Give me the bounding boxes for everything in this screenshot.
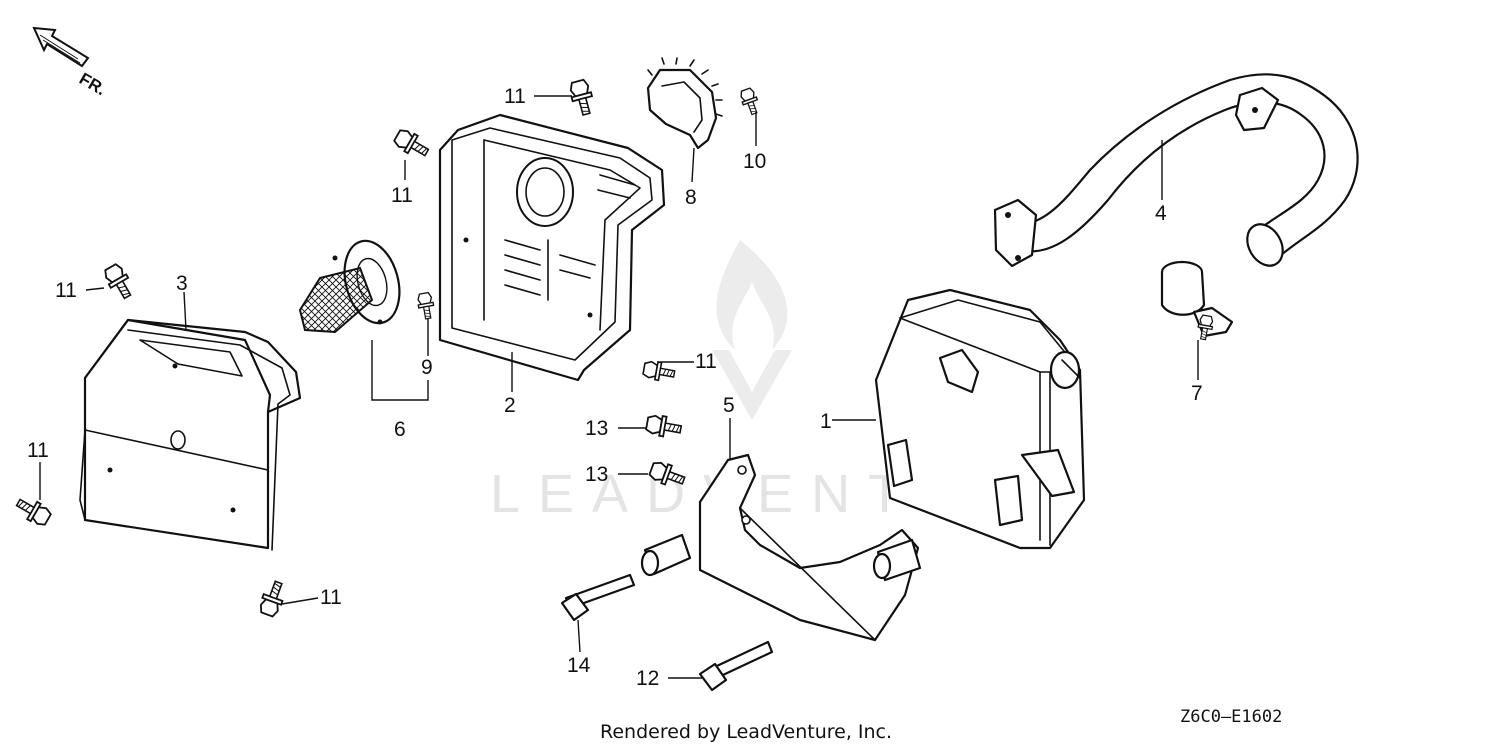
callout-2: 2 bbox=[504, 394, 516, 417]
callout-11-center: 11 bbox=[695, 350, 717, 373]
callout-11-left: 11 bbox=[55, 279, 77, 302]
bolts bbox=[12, 77, 774, 692]
callout-3: 3 bbox=[176, 272, 188, 295]
callout-10: 10 bbox=[743, 150, 766, 173]
callout-11-upper-left: 11 bbox=[391, 184, 413, 207]
callout-7: 7 bbox=[1191, 382, 1203, 405]
diagram-code: Z6C0—E1602 bbox=[1180, 707, 1282, 727]
callout-13-lower: 13 bbox=[585, 463, 608, 486]
callout-8: 8 bbox=[685, 186, 697, 209]
part-7-pipe-clamp[interactable] bbox=[1160, 260, 1234, 342]
callout-11-bottom: 11 bbox=[320, 586, 342, 609]
part-5-muffler-stay[interactable] bbox=[640, 453, 922, 642]
bolt-11-left[interactable] bbox=[100, 261, 138, 303]
bolt-11-top[interactable] bbox=[567, 77, 598, 118]
bolt-11-lower-left[interactable] bbox=[12, 492, 54, 530]
part-4-exhaust-pipe[interactable] bbox=[993, 73, 1359, 272]
bolt-13-upper[interactable] bbox=[644, 412, 684, 441]
callout-5: 5 bbox=[723, 394, 735, 417]
bolt-11-center[interactable] bbox=[641, 358, 677, 384]
callout-6: 6 bbox=[394, 418, 406, 441]
footer-credit: Rendered by LeadVenture, Inc. bbox=[600, 721, 892, 743]
front-arrow-icon bbox=[32, 26, 90, 68]
callout-14: 14 bbox=[567, 654, 591, 677]
bolt-9[interactable] bbox=[415, 291, 437, 321]
front-direction-label: FR. bbox=[76, 69, 109, 99]
callout-13-upper: 13 bbox=[585, 417, 608, 440]
part-8-exhaust-gasket[interactable] bbox=[646, 57, 723, 150]
part-3-muffler-protector[interactable] bbox=[79, 318, 302, 551]
callout-1: 1 bbox=[820, 410, 832, 433]
bolt-11-upper-left[interactable] bbox=[391, 125, 433, 163]
callout-12: 12 bbox=[636, 667, 659, 690]
part-6-spark-arrester[interactable] bbox=[298, 235, 408, 334]
callout-11-lower-left: 11 bbox=[27, 439, 49, 462]
bolt-11-bottom[interactable] bbox=[256, 578, 289, 619]
front-direction-indicator: FR. bbox=[32, 26, 109, 99]
callout-9: 9 bbox=[421, 356, 433, 379]
callout-11-top: 11 bbox=[504, 85, 526, 108]
callout-labels: 1 2 3 4 5 6 7 8 9 10 11 11 11 11 11 11 1… bbox=[27, 85, 1203, 690]
leader-lines bbox=[39, 95, 1199, 679]
callout-4: 4 bbox=[1155, 202, 1167, 225]
part-1-muffler[interactable] bbox=[874, 288, 1086, 550]
part-2-muffler-cover[interactable] bbox=[438, 113, 666, 382]
bolt-10[interactable] bbox=[737, 86, 763, 117]
